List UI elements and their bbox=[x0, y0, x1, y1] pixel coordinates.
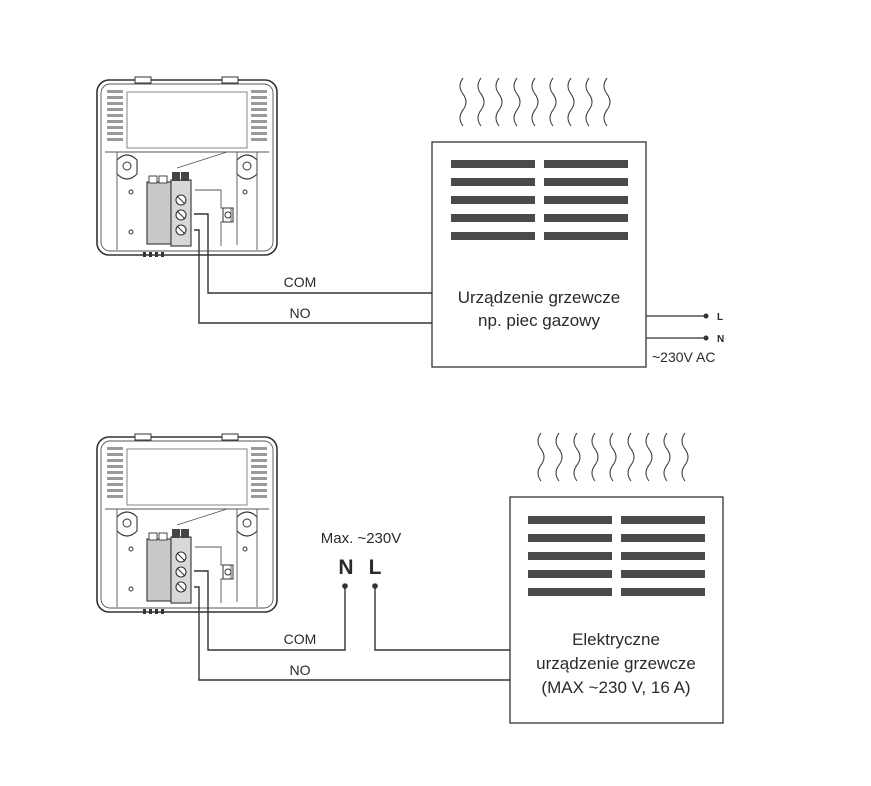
terminal-l-label: L bbox=[369, 556, 382, 579]
max-voltage-label: Max. ~230V bbox=[321, 530, 401, 547]
heat-waves-icon-2 bbox=[537, 432, 689, 482]
supply-l-dot bbox=[703, 313, 709, 319]
supply-n-dot bbox=[703, 335, 709, 341]
heater-grille-icon-2 bbox=[528, 516, 705, 596]
supply-voltage-label: ~230V AC bbox=[652, 349, 715, 365]
heater-label-line1: Elektryczne bbox=[572, 630, 660, 649]
com-wire-label-2: COM bbox=[284, 631, 317, 647]
no-wire-label-2: NO bbox=[290, 662, 311, 678]
thermostat-back-illustration-2 bbox=[96, 433, 278, 615]
terminal-n-label: N bbox=[338, 556, 353, 579]
no-wire-label: NO bbox=[290, 305, 311, 321]
no-wire-2 bbox=[194, 586, 510, 681]
com-wire bbox=[194, 213, 432, 294]
heater-label-line3: (MAX ~230 V, 16 A) bbox=[541, 678, 690, 697]
supply-n-label: N bbox=[717, 334, 724, 345]
diagram-electric-heater: Elektryczne urządzenie grzewcze (MAX ~23… bbox=[96, 432, 724, 724]
no-wire bbox=[194, 229, 432, 324]
gas-heater-box bbox=[431, 141, 647, 368]
heater-label-line1: Urządzenie grzewcze bbox=[458, 288, 621, 307]
heater-label-line2: np. piec gazowy bbox=[478, 311, 600, 330]
heat-waves-icon bbox=[459, 77, 611, 127]
com-wire-label: COM bbox=[284, 274, 317, 290]
thermostat-back-illustration bbox=[96, 76, 278, 258]
heater-grille-icon bbox=[451, 160, 628, 240]
com-wire-2 bbox=[194, 570, 346, 651]
supply-l-label: L bbox=[717, 312, 723, 323]
l-wire-2 bbox=[374, 586, 510, 651]
heater-label-line2: urządzenie grzewcze bbox=[536, 654, 696, 673]
diagram-gas-boiler: Urządzenie grzewcze np. piec gazowy COM … bbox=[96, 76, 724, 368]
